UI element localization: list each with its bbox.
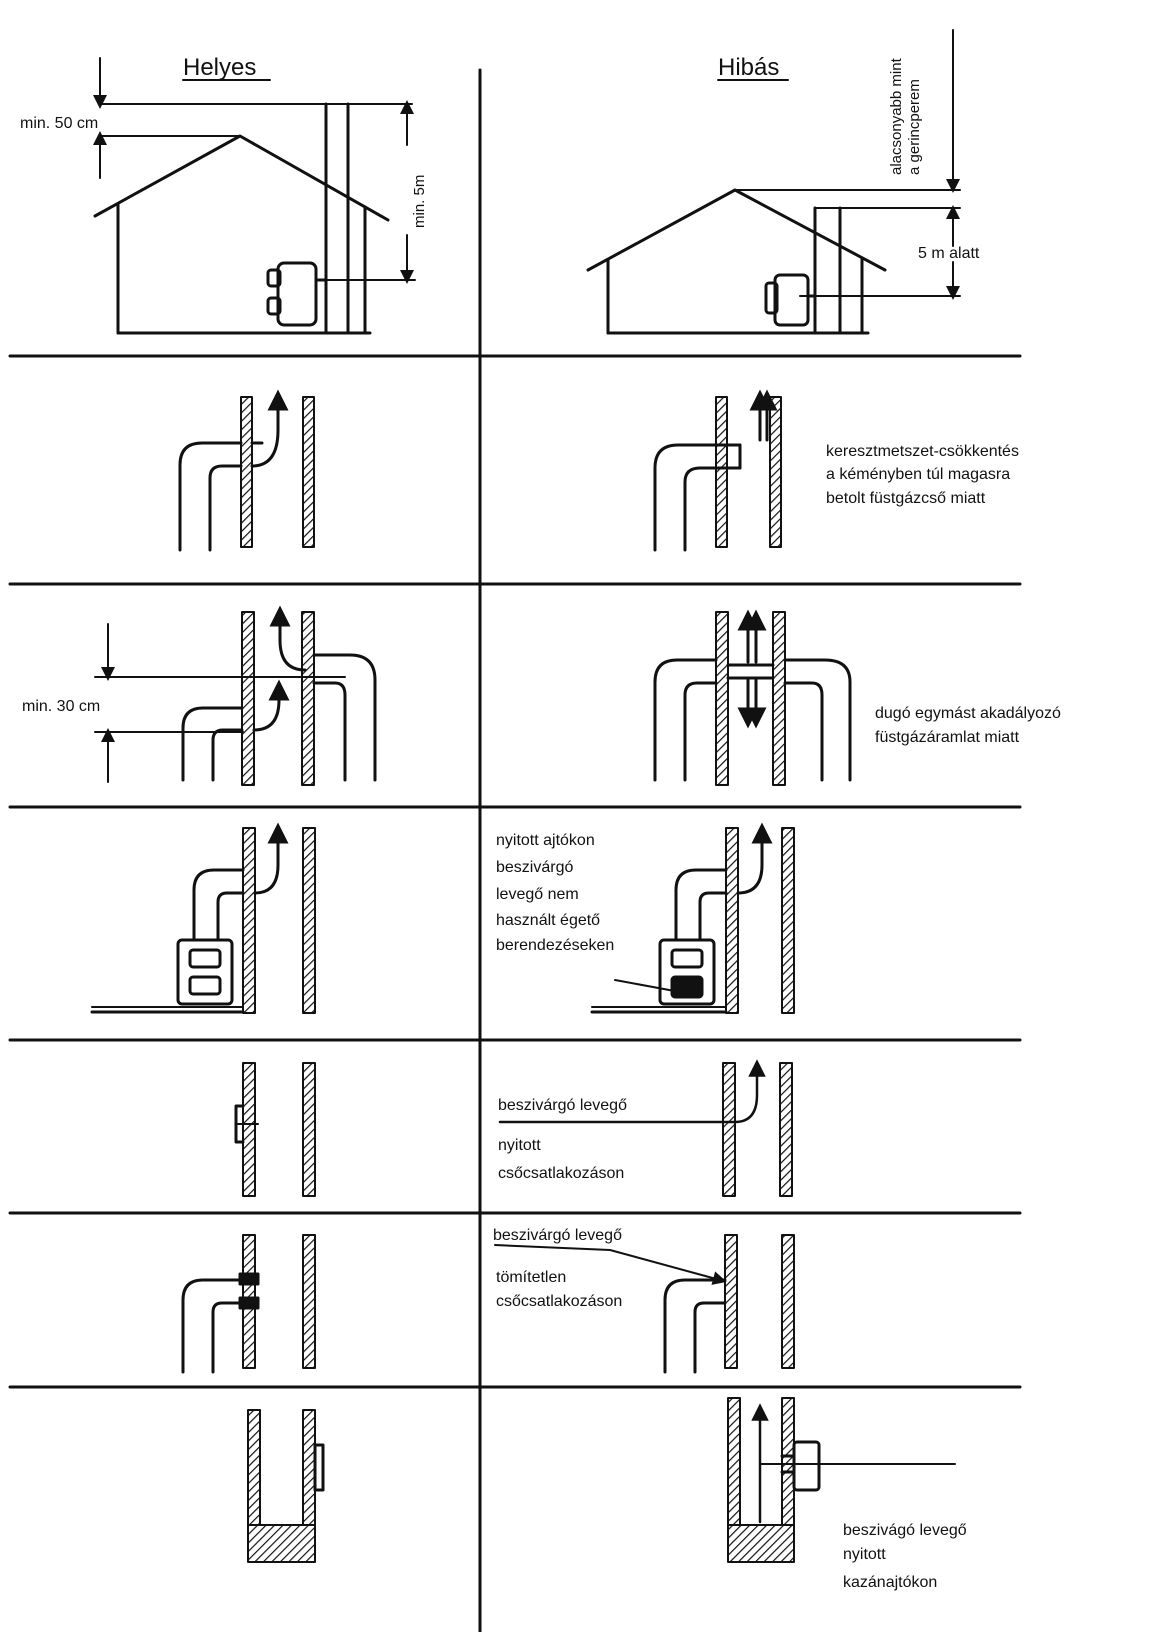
row5-text-2: nyitott — [498, 1137, 541, 1154]
row2-text-1: keresztmetszet-csökkentés — [826, 443, 1019, 460]
row3-left-chimney — [94, 605, 377, 786]
row6-left-chimney — [181, 1234, 316, 1374]
row2-right-chimney — [653, 389, 782, 552]
label-min5m: min. 5m — [411, 175, 428, 228]
label-ridge-1: alacsonyabb mint — [888, 57, 905, 175]
row3-right-chimney — [653, 609, 852, 786]
row5-left-chimney — [234, 1062, 316, 1197]
row7-text-3: kazánajtókon — [843, 1574, 937, 1591]
row2-text-2: a kéményben túl magasra — [826, 466, 1010, 483]
header-right: Hibás — [718, 54, 779, 81]
label-min50: min. 50 cm — [20, 115, 98, 132]
label-ridge-2: a gerincperem — [906, 79, 923, 175]
row6-right-chimney — [494, 1234, 795, 1374]
row4-left-stove — [90, 822, 316, 1014]
label-min30: min. 30 cm — [22, 698, 100, 715]
label-5m-below: 5 m alatt — [918, 245, 980, 262]
row6-text-3: csőcsatlakozáson — [496, 1293, 622, 1310]
row7-text-2: nyitott — [843, 1546, 886, 1563]
row7-text-1: beszivágó levegő — [843, 1522, 967, 1539]
header-left: Helyes — [183, 54, 256, 81]
row1-right-house — [586, 29, 961, 335]
row7-left-chimney-base — [247, 1409, 325, 1563]
stove — [658, 938, 716, 1006]
row5-text-3: csőcsatlakozáson — [498, 1165, 624, 1182]
boiler — [276, 261, 318, 327]
row3-text-1: dugó egymást akadályozó — [875, 705, 1061, 722]
row1-left-house — [93, 57, 416, 335]
row6-text-2: tömítetlen — [496, 1269, 566, 1286]
row2-text-3: betolt füstgázcső miatt — [826, 490, 986, 507]
row3-text-2: füstgázáramlat miatt — [875, 729, 1020, 746]
row4-text-5: berendezéseken — [496, 937, 614, 954]
row4-text-1: nyitott ajtókon — [496, 832, 595, 849]
row7-right-chimney-base — [727, 1397, 956, 1563]
row4-right-stove — [590, 822, 795, 1014]
row6-text-1: beszivárgó levegő — [493, 1227, 622, 1244]
row5-text-1: beszivárgó levegő — [498, 1097, 627, 1114]
row2-left-chimney — [178, 389, 315, 552]
stove — [176, 938, 234, 1006]
row4-text-2: beszivárgó — [496, 859, 573, 876]
boiler — [773, 273, 810, 327]
row4-text-4: használt égető — [496, 912, 600, 929]
row4-text-3: levegő nem — [496, 886, 579, 903]
row5-right-chimney — [498, 1059, 793, 1197]
